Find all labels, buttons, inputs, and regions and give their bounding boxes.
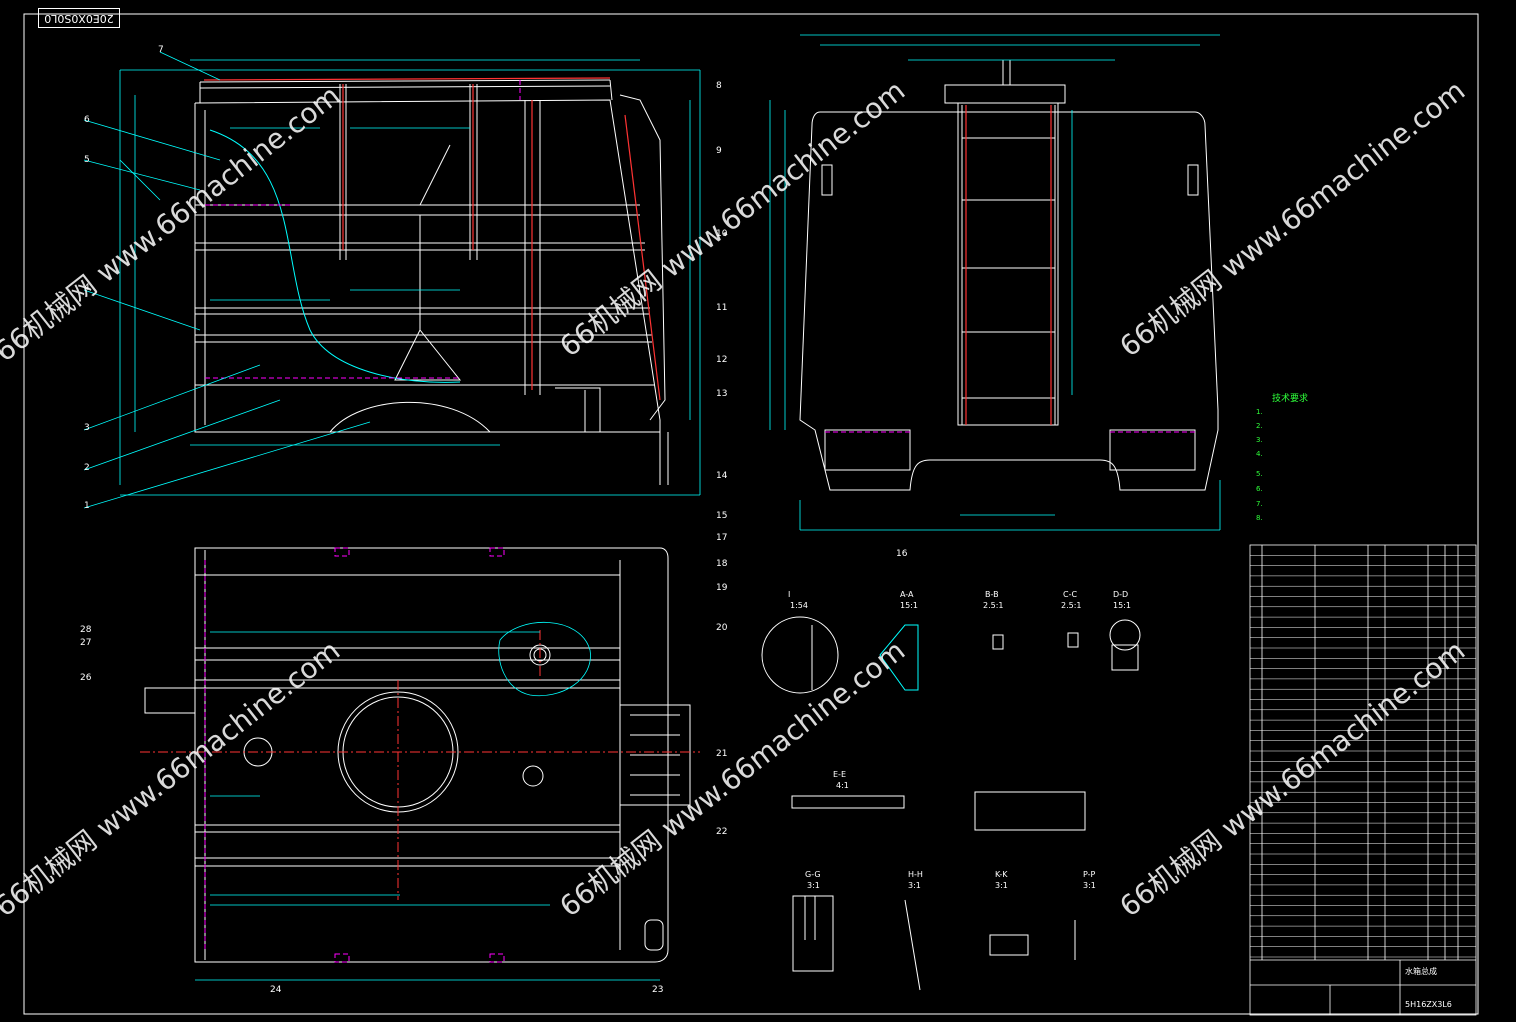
balloon-right-9: 9 <box>716 146 722 156</box>
top-view-centerlines <box>140 630 700 900</box>
tech-note-3: 3. <box>1256 436 1263 444</box>
label-gg: G-G <box>805 870 821 879</box>
balloon-right-10: 10 <box>716 229 728 239</box>
label-view-i: I <box>788 590 791 599</box>
label-hh-scale: 3:1 <box>908 881 921 890</box>
balloon-left-4: 4 <box>84 283 90 293</box>
label-aa-scale: 15:1 <box>900 601 918 610</box>
balloon-right-19: 19 <box>716 583 728 593</box>
balloon-right-26: 26 <box>80 673 92 683</box>
top-view-hidden <box>204 547 505 963</box>
label-kk-scale: 3:1 <box>995 881 1008 890</box>
balloon-right-23: 23 <box>652 985 663 995</box>
balloon-right-17: 17 <box>716 533 727 543</box>
tech-note-6: 6. <box>1256 485 1263 493</box>
label-cc-scale: 2.5:1 <box>1061 601 1082 610</box>
balloon-right-18: 18 <box>716 559 728 569</box>
tech-note-7: 7. <box>1256 500 1263 508</box>
tech-note-1: 1. <box>1256 408 1263 416</box>
label-gg-scale: 3:1 <box>807 881 820 890</box>
bom-rows <box>1250 555 1476 958</box>
balloon-right-14: 14 <box>716 471 728 481</box>
balloon-left-6: 6 <box>84 115 90 125</box>
tech-note-8: 8. <box>1256 514 1263 522</box>
label-dd: D-D <box>1113 590 1129 599</box>
tech-note-2: 2. <box>1256 422 1263 430</box>
label-aa: A-A <box>900 590 914 599</box>
label-cc: C-C <box>1063 590 1078 599</box>
front-view-red <box>203 77 661 401</box>
balloon-left-1: 1 <box>84 501 90 511</box>
balloon-right-21: 21 <box>716 749 727 759</box>
balloon-left-2: 2 <box>84 463 90 473</box>
side-view-dims <box>769 34 1221 531</box>
balloon-right-11: 11 <box>716 303 727 313</box>
front-view-dims <box>119 59 701 496</box>
tech-note-5: 5. <box>1256 470 1263 478</box>
bom-table <box>1249 544 1477 1016</box>
label-bb-scale: 2.5:1 <box>983 601 1004 610</box>
label-pp: P-P <box>1083 870 1096 879</box>
balloon-right-27: 27 <box>80 638 91 648</box>
balloon-right-15: 15 <box>716 511 727 521</box>
balloon-right-8: 8 <box>716 81 722 91</box>
label-ee-scale: 4:1 <box>836 781 849 790</box>
detail-views <box>761 616 1141 991</box>
title-block-code: 5H16ZX3L6 <box>1405 1000 1452 1009</box>
front-view <box>194 79 669 485</box>
label-ee: E-E <box>833 770 846 779</box>
top-view <box>144 547 691 963</box>
top-view-dims <box>195 622 660 981</box>
balloon-right-13: 13 <box>716 389 727 399</box>
label-view-i-scale: 1:54 <box>790 601 808 610</box>
corner-code: 20E0X0S0L0 <box>38 8 120 28</box>
tech-note-4: 4. <box>1256 450 1263 458</box>
balloon-right-28: 28 <box>80 625 92 635</box>
balloon-right-20: 20 <box>716 623 728 633</box>
balloon-left-5: 5 <box>84 155 90 165</box>
label-pp-scale: 3:1 <box>1083 881 1096 890</box>
label-hh: H-H <box>908 870 923 879</box>
balloon-right-12: 12 <box>716 355 727 365</box>
title-block-name: 水箱总成 <box>1405 967 1437 976</box>
balloon-right-22: 22 <box>716 827 727 837</box>
balloon-left-7: 7 <box>158 45 164 55</box>
label-kk: K-K <box>995 870 1008 879</box>
balloon-right-24: 24 <box>270 985 282 995</box>
balloon-right-16: 16 <box>896 549 908 559</box>
balloon-left-3: 3 <box>84 423 90 433</box>
side-view <box>799 60 1219 491</box>
label-dd-scale: 15:1 <box>1113 601 1131 610</box>
leaders-left <box>83 51 371 509</box>
side-view-red <box>965 105 1052 425</box>
tech-requirements-title: 技术要求 <box>1272 394 1309 404</box>
balloons: 7654321891011121314151617181920212223242… <box>80 45 908 995</box>
front-view-hidden <box>205 80 521 379</box>
label-bb: B-B <box>985 590 999 599</box>
outer-frame <box>23 13 1479 1015</box>
